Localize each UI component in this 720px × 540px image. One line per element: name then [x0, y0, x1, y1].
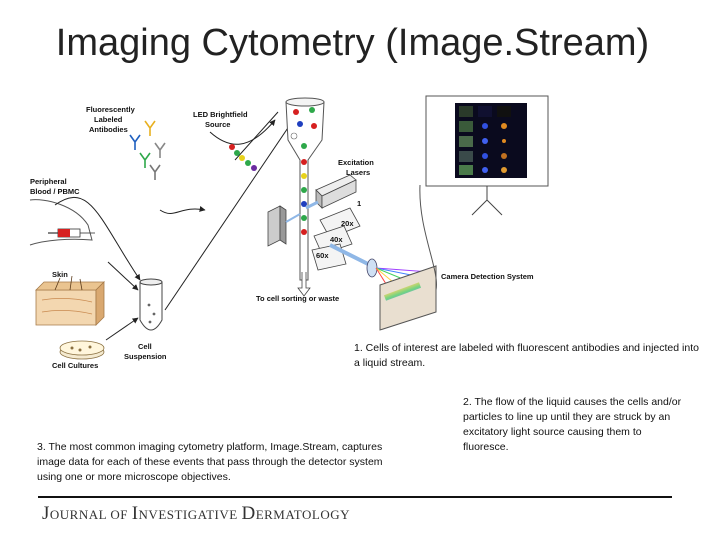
journal-initial-i: I [131, 503, 139, 524]
cell-markers [229, 144, 257, 171]
footer-rule [38, 496, 672, 498]
excitation-label-2: Lasers [346, 168, 370, 177]
led-arrow [209, 119, 276, 145]
collected-light [329, 243, 373, 268]
journal-word-investigative: NVESTIGATIVE [138, 507, 242, 522]
cultures-label: Cell Cultures [52, 361, 98, 370]
excitation-label-1: Excitation [338, 158, 374, 167]
journal-initial-d: D [241, 503, 256, 524]
blood-label-1: Peripheral [30, 177, 67, 186]
caption-step-2: 2. The flow of the liquid causes the cel… [463, 396, 682, 453]
skin-tissue-icon [35, 275, 105, 326]
step-number-label: 1 [357, 199, 361, 208]
culture-dish-icon [59, 340, 105, 360]
suspension-tube-icon [139, 278, 163, 331]
image-monitor [425, 95, 549, 216]
journal-word-dermatology: ERMATOLOGY [255, 507, 351, 522]
camera-label: Camera Detection System [441, 272, 534, 281]
syringe-icon [48, 228, 95, 238]
camera-cable [419, 184, 437, 291]
stream-cells [290, 107, 317, 235]
led-to-stream-arrow [234, 111, 279, 161]
suspension-label-1: Cell [138, 342, 152, 351]
prism-block [267, 205, 287, 247]
antibody-icons [129, 120, 166, 180]
arm-outline [29, 199, 93, 246]
lens-icon [366, 258, 378, 278]
source-arrows [54, 109, 301, 341]
antibodies-label-1: Fluorescently [86, 105, 136, 114]
led-label-2: Source [205, 120, 230, 129]
objective-20x-label: 20x [341, 219, 354, 228]
slide-title: Imaging Cytometry (Image.Stream) [55, 22, 650, 64]
skin-label: Skin [52, 270, 68, 279]
journal-word-of: OURNAL OF [49, 507, 132, 522]
suspension-label-2: Suspension [124, 352, 167, 361]
antibodies-label-2: Labeled [94, 115, 123, 124]
sorting-label: To cell sorting or waste [256, 294, 339, 303]
antibodies-label-3: Antibodies [89, 125, 128, 134]
led-label-1: LED Brightfield [193, 110, 248, 119]
waste-arrow [297, 272, 311, 297]
caption-step-1: 1. Cells of interest are labeled with fl… [354, 342, 699, 369]
caption-step-3: 3. The most common imaging cytometry pla… [37, 441, 383, 483]
objective-60x-label: 60x [316, 251, 329, 260]
blood-label-2: Blood / PBMC [30, 187, 80, 196]
journal-logo: JOURNAL OF INVESTIGATIVE DERMATOLOGY [42, 503, 350, 525]
objective-40x [313, 225, 353, 255]
objective-40x-label: 40x [330, 235, 343, 244]
cell-image-grid [459, 106, 511, 175]
laser-beam [305, 200, 319, 210]
detector-screen [379, 265, 437, 331]
journal-initial-j: J [42, 503, 50, 524]
laser-box [315, 174, 357, 209]
